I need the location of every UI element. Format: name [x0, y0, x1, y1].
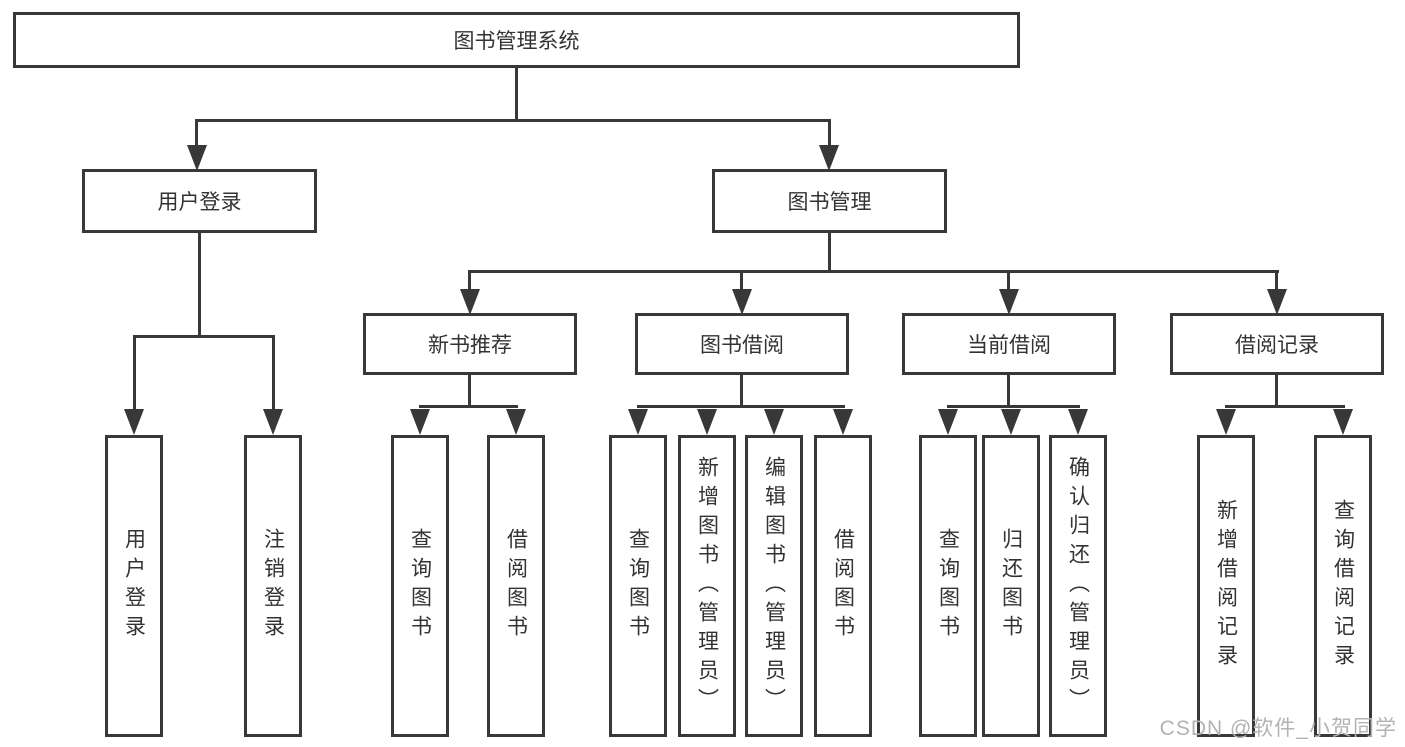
arrowhead-query-borrow-record [1333, 409, 1353, 435]
arrowhead-new-book-recommend [460, 289, 480, 315]
arrowhead-user-login [187, 145, 207, 171]
connector-records-bar [1225, 405, 1345, 408]
connector-borrowing-bar [637, 405, 845, 408]
arrowhead-query-books-borrow [628, 409, 648, 435]
leaf-query-borrow-record: 查询借阅记录 [1314, 435, 1372, 737]
node-book-management: 图书管理 [712, 169, 947, 233]
leaf-edit-book-admin: 编辑图书（管理员） [745, 435, 803, 737]
leaf-label: 查询图书 [626, 528, 650, 644]
arrowhead-current-borrowing [999, 289, 1019, 315]
node-current-borrowing: 当前借阅 [902, 313, 1116, 375]
connector-drop-new-book-recommend [468, 270, 471, 292]
connector-borrowing-stem [740, 375, 743, 408]
arrowhead-borrow-books-recommend [506, 409, 526, 435]
node-new-book-recommend: 新书推荐 [363, 313, 577, 375]
connector-drop-user-login [195, 119, 198, 148]
node-label: 图书借阅 [700, 334, 784, 357]
leaf-label: 查询图书 [408, 528, 432, 644]
leaf-query-books-recommend: 查询图书 [391, 435, 449, 737]
connector-book-management-stem [828, 233, 831, 273]
connector-user-login-stem [198, 233, 201, 338]
leaf-label: 编辑图书（管理员） [762, 455, 786, 717]
leaf-return-book: 归还图书 [982, 435, 1040, 737]
connector-drop-borrowing-records [1275, 270, 1278, 292]
connector-drop-current-borrowing [1007, 270, 1010, 292]
arrowhead-query-books-current [938, 409, 958, 435]
node-label: 用户登录 [157, 191, 242, 214]
connector-user-login-bar [133, 335, 275, 338]
connector-drop-book-borrowing [740, 270, 743, 292]
leaf-add-book-admin: 新增图书（管理员） [678, 435, 736, 737]
leaf-label: 借阅图书 [504, 528, 528, 644]
node-label: 图书管理 [787, 191, 872, 214]
connector-recommend-stem [468, 375, 471, 408]
arrowhead-edit-book-admin [764, 409, 784, 435]
node-label: 当前借阅 [967, 334, 1051, 357]
leaf-logout: 注销登录 [244, 435, 302, 737]
leaf-confirm-return-admin: 确认归还（管理员） [1049, 435, 1107, 737]
connector-drop-leaf-logout [272, 335, 275, 411]
leaf-label: 查询借阅记录 [1331, 499, 1355, 673]
arrowhead-leaf-user-login [124, 409, 144, 435]
connector-root-stem [515, 68, 518, 122]
node-label: 图书管理系统 [453, 30, 580, 53]
node-user-login: 用户登录 [82, 169, 317, 233]
connector-recommend-bar [419, 405, 518, 408]
leaf-label: 归还图书 [999, 528, 1023, 644]
arrowhead-confirm-return-admin [1068, 409, 1088, 435]
arrowhead-borrowing-records [1267, 289, 1287, 315]
node-label: 新书推荐 [428, 334, 512, 357]
leaf-label: 新增图书（管理员） [695, 455, 719, 717]
connector-drop-book-management [828, 119, 831, 148]
connector-book-management-bar [469, 270, 1279, 273]
leaf-borrow-books-recommend: 借阅图书 [487, 435, 545, 737]
node-borrowing-records: 借阅记录 [1170, 313, 1384, 375]
leaf-user-login: 用户登录 [105, 435, 163, 737]
leaf-label: 借阅图书 [831, 528, 855, 644]
leaf-add-borrow-record: 新增借阅记录 [1197, 435, 1255, 737]
arrowhead-book-borrowing [732, 289, 752, 315]
leaf-label: 用户登录 [122, 528, 146, 644]
watermark-text: CSDN @软件_小贺同学 [1159, 717, 1397, 740]
node-library-management-system: 图书管理系统 [13, 12, 1020, 68]
leaf-label: 新增借阅记录 [1214, 499, 1238, 673]
leaf-borrow-books: 借阅图书 [814, 435, 872, 737]
leaf-label: 查询图书 [936, 528, 960, 644]
leaf-label: 注销登录 [261, 528, 285, 644]
arrowhead-add-borrow-record [1216, 409, 1236, 435]
connector-current-bar [947, 405, 1080, 408]
leaf-label: 确认归还（管理员） [1066, 455, 1090, 717]
connector-current-stem [1007, 375, 1010, 408]
connector-records-stem [1275, 375, 1278, 408]
leaf-query-books-current: 查询图书 [919, 435, 977, 737]
connector-drop-leaf-user-login [133, 335, 136, 411]
arrowhead-book-management [819, 145, 839, 171]
arrowhead-add-book-admin [697, 409, 717, 435]
node-book-borrowing: 图书借阅 [635, 313, 849, 375]
leaf-query-books-borrow: 查询图书 [609, 435, 667, 737]
arrowhead-leaf-logout [263, 409, 283, 435]
arrowhead-borrow-books [833, 409, 853, 435]
arrowhead-return-book [1001, 409, 1021, 435]
node-label: 借阅记录 [1235, 334, 1319, 357]
arrowhead-query-books-recommend [410, 409, 430, 435]
connector-root-bar [196, 119, 831, 122]
